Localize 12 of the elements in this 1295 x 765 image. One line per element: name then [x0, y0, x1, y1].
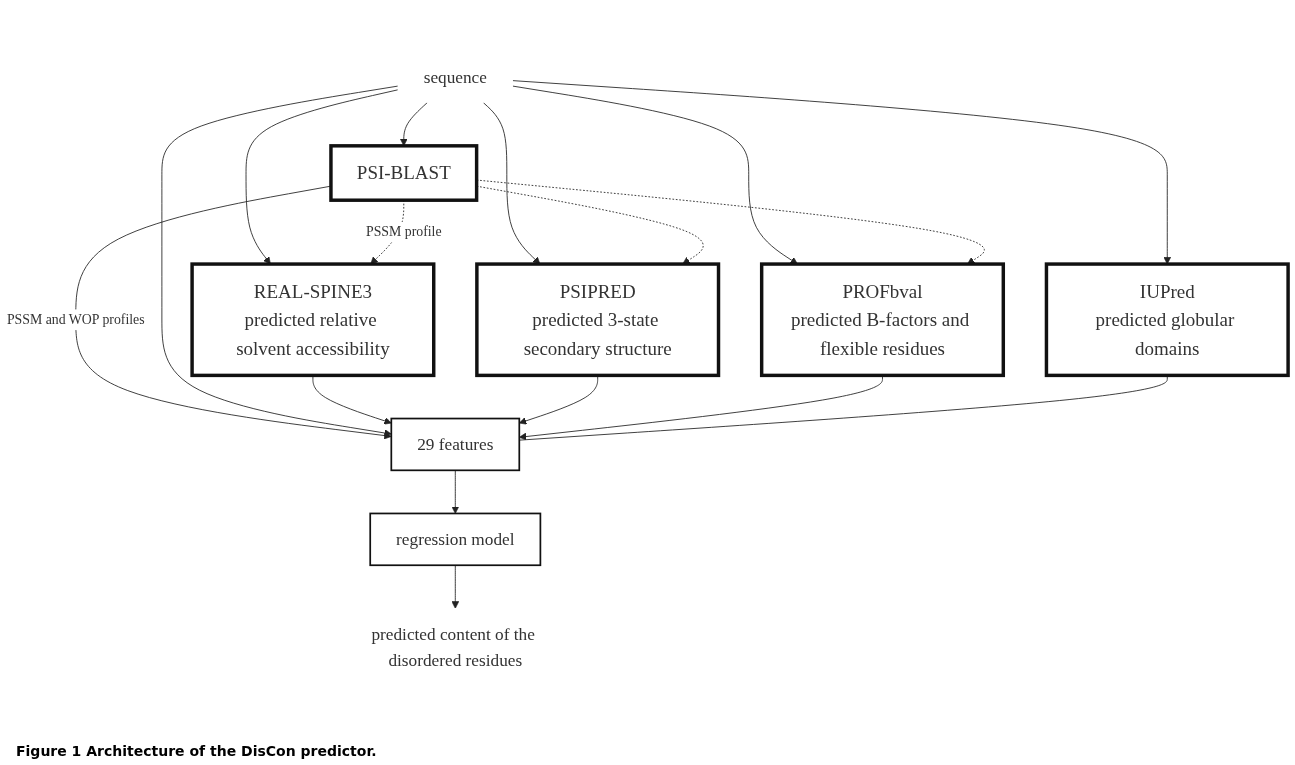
node-box: REAL-SPINE3 predicted relative solvent accessibility — [190, 262, 436, 378]
edge-label: PSSM profile — [365, 224, 442, 240]
node-box: PSIPRED predicted 3-state secondary structure — [475, 262, 721, 378]
node-text: sequence — [423, 67, 487, 87]
figure-caption: Figure 1 Architecture of the DisCon predictor. — [15, 742, 378, 761]
node-box: regression model — [369, 512, 542, 567]
edge-label: PSSM and WOP profiles — [6, 311, 145, 327]
node-box: PROFbval predicted B-factors and flexible residues — [759, 262, 1006, 378]
node-box: PSI-BLAST — [329, 144, 479, 202]
node-box: 29 features — [390, 417, 521, 472]
node-text: predicted content of the disordered residues — [371, 624, 535, 670]
node-box: IUPred predicted globular domains — [1044, 262, 1290, 378]
